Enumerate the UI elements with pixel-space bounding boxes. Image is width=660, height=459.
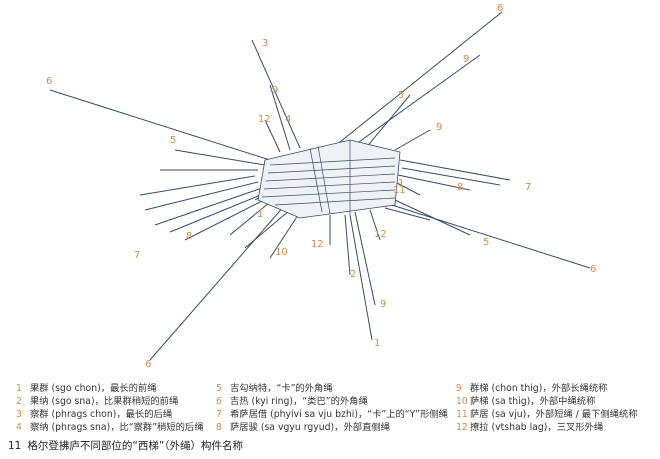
legend-item: 12 撩拉 (vtshab lag)，三叉形外绳 <box>456 422 604 433</box>
label-1-top-right: 1 <box>398 178 404 189</box>
legend-column-1: 1 果群 (sgo chon)，最长的前绳 2 果纳 (sgo sna)，比果群… <box>16 382 204 434</box>
legend-item: 3 察群 (phrags chon)，最长的后绳 <box>16 409 173 420</box>
label-6-right: 6 <box>590 264 596 275</box>
legend-item: 5 吉勾纳特，“卡”的外角绳 <box>216 383 333 394</box>
label-3: 3 <box>262 38 268 49</box>
label-12-right: 12 <box>374 229 387 240</box>
label-9-left: 9 <box>272 85 278 96</box>
label-12-top: 12 <box>258 114 271 125</box>
legend-item: 2 果纳 (sgo sna)，比果群稍短的前绳 <box>16 396 179 407</box>
diagram-labels: 6 3 9 9 12 4 6 5 9 7 8 11 8 1 5 6 7 10 1… <box>46 3 596 370</box>
legend-item: 4 察纳 (phrags sna)，比“察群”稍短的后绳 <box>16 422 204 433</box>
label-8-left: 8 <box>186 231 192 242</box>
label-5-right: 5 <box>483 237 489 248</box>
caption-text: 格尔登拂庐不同部位的“西梯”（外绳）构件名称 <box>27 440 244 452</box>
outer-ropes <box>49 11 591 361</box>
legend: 1 果群 (sgo chon)，最长的前绳 2 果纳 (sgo sna)，比果群… <box>0 382 660 442</box>
legend-item: 8 萨居骏 (sa vgyu rgyud)，外部直侧绳 <box>216 422 390 433</box>
label-4: 4 <box>285 114 291 125</box>
label-6-top: 6 <box>497 3 503 14</box>
label-6-left: 6 <box>46 76 52 87</box>
legend-item: 9 群梯 (chon thig)，外部长绳统称 <box>456 383 608 394</box>
legend-item: 7 希萨居借 (phyivi sa vju bzhi)，“卡”上的“Y”形侧绳 <box>216 409 448 420</box>
label-9-bottom: 9 <box>380 299 386 310</box>
legend-column-2: 5 吉勾纳特，“卡”的外角绳 6 吉热 (kyi ring)，“类巴”的外角绳 … <box>216 382 448 434</box>
label-2: 2 <box>350 269 356 280</box>
figure-caption: 11 格尔登拂庐不同部位的“西梯”（外绳）构件名称 <box>8 438 243 453</box>
label-1-left: 1 <box>257 209 263 220</box>
label-12-bottom: 12 <box>311 239 324 250</box>
legend-item: 10 萨梯 (sa thig)，外部中绳统称 <box>456 396 596 407</box>
legend-item: 11 萨居 (sa vju)，外部短绳 / 最下侧绳统称 <box>456 409 638 420</box>
label-6-bottom: 6 <box>145 359 151 370</box>
label-8-right: 8 <box>457 182 463 193</box>
legend-item: 6 吉热 (kyi ring)，“类巴”的外角绳 <box>216 396 368 407</box>
label-7-right: 7 <box>525 182 531 193</box>
caption-number: 11 <box>8 440 22 452</box>
label-10: 10 <box>275 247 288 258</box>
tent-body <box>257 139 401 219</box>
label-9-top: 9 <box>463 54 469 65</box>
label-1-bottom: 1 <box>374 338 380 349</box>
legend-column-3: 9 群梯 (chon thig)，外部长绳统称 10 萨梯 (sa thig)，… <box>456 382 638 434</box>
label-11-right: 11 <box>393 185 406 196</box>
label-5-left: 5 <box>170 135 176 146</box>
tent-rope-diagram: 6 3 9 9 12 4 6 5 9 7 8 11 8 1 5 6 7 10 1… <box>46 3 596 370</box>
label-9-right: 9 <box>436 122 442 133</box>
label-5-top-right: 5 <box>398 90 404 101</box>
legend-item: 1 果群 (sgo chon)，最长的前绳 <box>16 383 157 394</box>
label-7-left: 7 <box>134 250 140 261</box>
